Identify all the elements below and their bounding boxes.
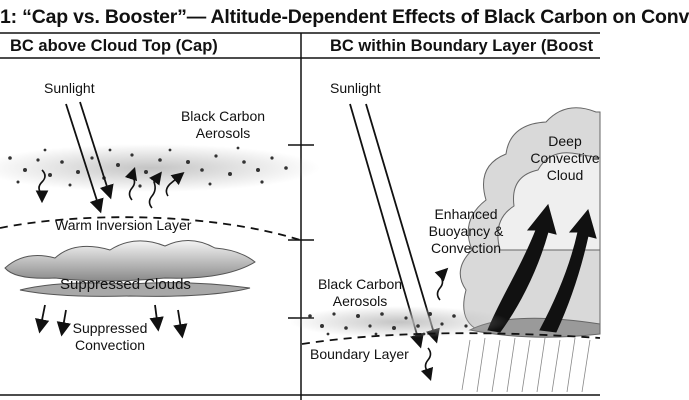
deep-line-1: Deep	[548, 133, 582, 149]
enh-line-1: Enhanced	[434, 206, 498, 222]
diagram-canvas	[0, 32, 601, 400]
deep-line-2: Convective	[530, 150, 600, 166]
deep-cloud-label: Deep Convective Cloud	[525, 133, 605, 184]
rain-streaks	[461, 337, 591, 393]
right-black-carbon-label: Black Carbon Aerosols	[304, 276, 416, 310]
enh-line-2: Buoyancy &	[428, 223, 504, 239]
panel-frame	[0, 32, 600, 400]
right-sunlight-label: Sunlight	[330, 80, 381, 96]
boundary-layer-label: Boundary Layer	[310, 346, 409, 362]
left-panel-heading: BC above Cloud Top (Cap)	[10, 37, 218, 55]
left-bc-line-2: Aerosols	[195, 125, 251, 141]
right-panel-heading: BC within Boundary Layer (Boost	[330, 37, 594, 55]
left-heat-arrows	[35, 166, 185, 209]
suppressed-clouds	[4, 240, 256, 297]
right-aerosol-layer	[290, 306, 510, 338]
right-bc-line-2: Aerosols	[332, 293, 388, 309]
left-black-carbon-label: Black Carbon Aerosols	[168, 108, 278, 142]
enh-line-3: Convection	[430, 240, 502, 256]
deep-line-3: Cloud	[546, 167, 584, 183]
right-heat-arrows	[420, 267, 449, 382]
boundary-line	[301, 332, 601, 345]
inversion-line	[0, 216, 301, 241]
suppressed-convection-label: Suppressed Convection	[60, 320, 160, 354]
suppressed-clouds-label: Suppressed Clouds	[60, 276, 191, 293]
left-aerosol-layer	[0, 144, 320, 192]
conv-line-1: Suppressed	[72, 320, 148, 336]
right-aerosol-dots	[308, 312, 468, 336]
figure-title: 1: “Cap vs. Booster”— Altitude-Dependent…	[0, 6, 689, 28]
convection-updraft-arrows	[487, 203, 597, 333]
left-bc-line-1: Black Carbon	[180, 108, 266, 124]
left-sunlight-label: Sunlight	[44, 80, 95, 96]
right-bc-line-1: Black Carbon	[317, 276, 403, 292]
left-sunlight-arrows	[65, 101, 114, 214]
left-aerosol-dots	[8, 146, 288, 188]
down-arrows	[35, 304, 188, 339]
right-sunlight-arrows	[349, 103, 440, 349]
enhanced-buoyancy-label: Enhanced Buoyancy & Convection	[418, 206, 514, 257]
inversion-label: Warm Inversion Layer	[55, 217, 192, 233]
conv-line-2: Convection	[74, 337, 146, 353]
